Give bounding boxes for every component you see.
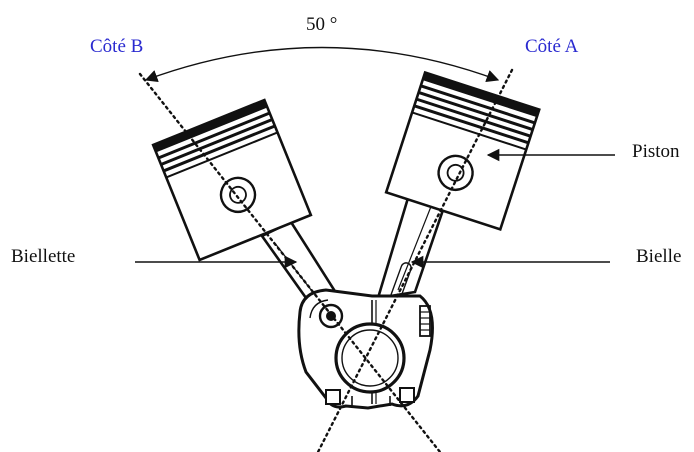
biellette-label: Biellette: [11, 246, 76, 267]
angle-label: 50 °: [306, 14, 338, 35]
axis-line-a: [316, 68, 514, 452]
angle-arc: [144, 46, 500, 82]
side-b-label: Côté B: [90, 36, 144, 57]
crank-assembly: [297, 288, 434, 410]
bielle-label: Bielle: [636, 246, 682, 267]
side-a-label: Côté A: [525, 36, 579, 57]
piston-label: Piston: [632, 141, 680, 162]
piston-a: [384, 70, 541, 232]
